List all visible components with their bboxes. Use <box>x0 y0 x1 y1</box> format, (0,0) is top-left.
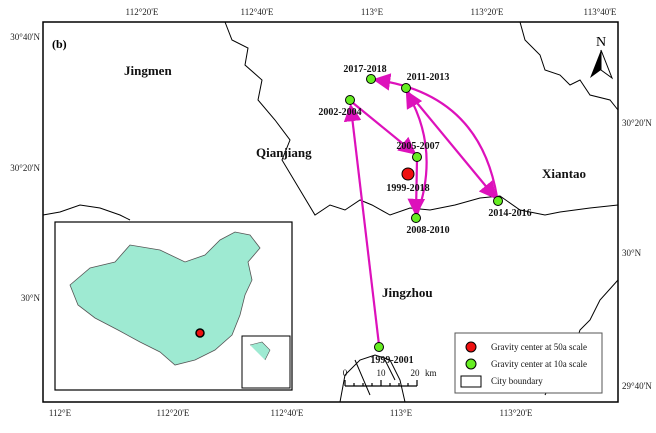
tick-bottom: 112°20'E <box>157 408 190 418</box>
tick-top: 112°20'E <box>126 7 159 17</box>
svg-text:10: 10 <box>377 368 387 378</box>
arrow-2002-2005 <box>352 102 417 155</box>
point-2014-2016 <box>493 196 503 206</box>
point-label: 2014-2016 <box>488 208 531 219</box>
gravity-points: 1999-2001 2002-2004 2005-2007 2008-2010 … <box>318 64 531 366</box>
legend-item: Gravity center at 10a scale <box>491 359 587 369</box>
legend-boundary-swatch <box>460 375 482 388</box>
tick-left: 30°40'N <box>10 32 40 42</box>
tick-top: 112°40'E <box>241 7 274 17</box>
bottom-tick-labels: 112°E 112°20'E 112°40'E 113°E 113°20'E <box>49 408 533 418</box>
trajectory-arrows <box>343 73 499 346</box>
legend-item: City boundary <box>491 376 543 386</box>
point-1999-2018 <box>401 167 415 181</box>
point-label: 2002-2004 <box>318 107 361 118</box>
north-arrow-icon: N <box>590 35 614 80</box>
left-tick-labels: 30°40'N 30°20'N 30°N <box>10 32 40 303</box>
point-label: 1999-2018 <box>386 183 429 194</box>
legend: Gravity center at 50a scale Gravity cent… <box>454 332 603 394</box>
point-2011-2013 <box>401 83 411 93</box>
point-label: 1999-2001 <box>370 355 413 366</box>
arrow-1999-2002 <box>343 103 381 346</box>
point-label: 2005-2007 <box>396 141 439 152</box>
china-inset-map <box>54 221 293 391</box>
city-label-jingmen: Jingmen <box>124 63 172 78</box>
scale-bar: 0 10 20 km <box>343 368 437 387</box>
panel-label: (b) <box>52 37 67 51</box>
arrow-2014-2017 <box>372 73 499 198</box>
svg-text:20: 20 <box>411 368 421 378</box>
city-boundaries <box>42 21 619 403</box>
tick-bottom: 113°E <box>390 408 413 418</box>
legend-green-dot <box>465 358 477 370</box>
tick-bottom: 112°E <box>49 408 72 418</box>
svg-text:N: N <box>596 35 606 50</box>
arrow-2011-2014 <box>407 91 497 200</box>
tick-top: 113°E <box>361 7 384 17</box>
tick-right: 30°20'N <box>622 118 652 128</box>
city-label-jingzhou: Jingzhou <box>382 285 433 300</box>
tick-top: 113°20'E <box>471 7 504 17</box>
top-tick-labels: 112°20'E 112°40'E 113°E 113°20'E 113°40'… <box>126 7 617 17</box>
legend-red-dot <box>465 341 477 353</box>
point-2005-2007 <box>412 152 422 162</box>
legend-item: Gravity center at 50a scale <box>491 342 587 352</box>
point-2017-2018 <box>366 74 376 84</box>
point-1999-2001 <box>374 342 384 352</box>
right-tick-labels: 30°20'N 30°N 29°40'N <box>622 118 652 391</box>
tick-right: 29°40'N <box>622 381 652 391</box>
point-2008-2010 <box>411 213 421 223</box>
point-label: 2017-2018 <box>343 64 386 75</box>
tick-left: 30°N <box>21 293 41 303</box>
arrow-2008-2011 <box>405 90 428 216</box>
svg-text:0: 0 <box>343 368 348 378</box>
svg-text:km: km <box>425 368 437 378</box>
city-label-xiantao: Xiantao <box>542 166 586 181</box>
point-label: 2011-2013 <box>407 72 450 83</box>
arrow-2005-2008 <box>407 159 426 217</box>
city-label-qianjiang: Qianjiang <box>256 145 312 160</box>
point-label: 2008-2010 <box>406 225 449 236</box>
tick-top: 113°40'E <box>584 7 617 17</box>
inset-location-marker <box>195 328 205 338</box>
tick-bottom: 113°20'E <box>500 408 533 418</box>
point-2002-2004 <box>345 95 355 105</box>
tick-right: 30°N <box>622 248 642 258</box>
tick-left: 30°20'N <box>10 163 40 173</box>
tick-bottom: 112°40'E <box>271 408 304 418</box>
